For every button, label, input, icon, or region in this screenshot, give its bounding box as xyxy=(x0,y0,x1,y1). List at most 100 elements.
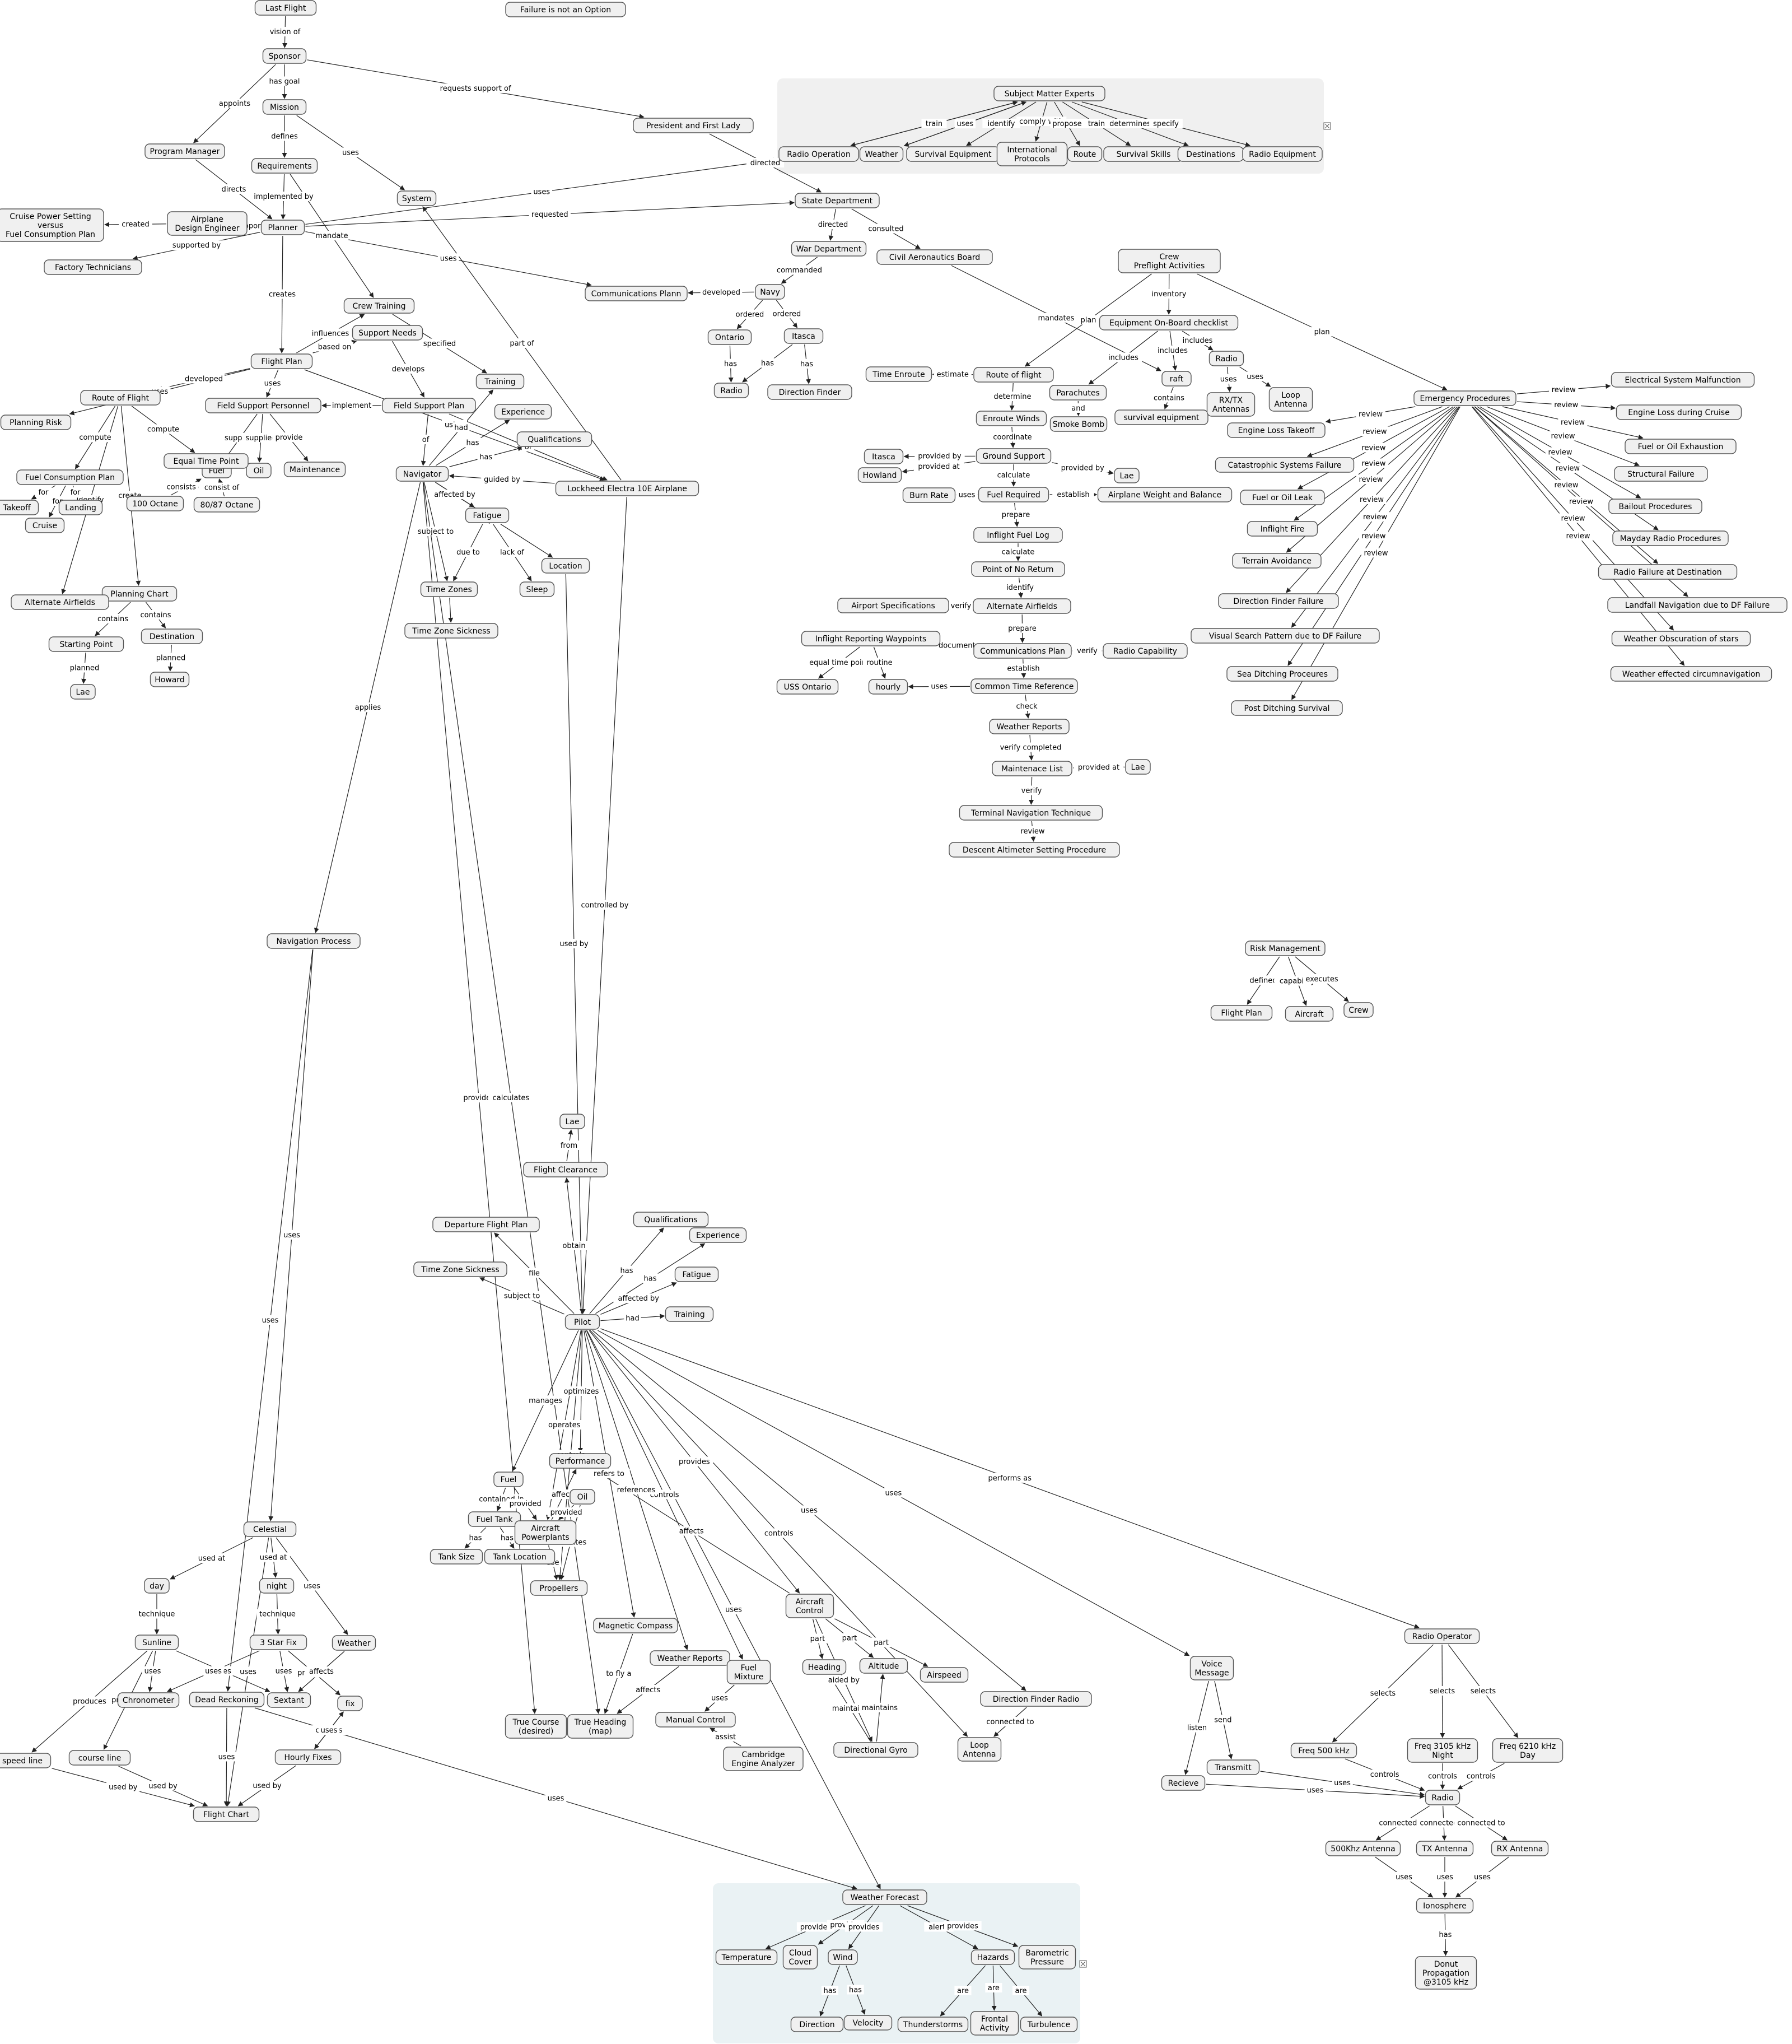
node-emergency[interactable]: Emergency Procedures xyxy=(1413,390,1516,406)
node-sme[interactable]: Subject Matter Experts xyxy=(993,86,1105,101)
node-ant500[interactable]: 500Khz Antenna xyxy=(1325,1841,1401,1856)
node-fatigue-p[interactable]: Fatigue xyxy=(674,1267,719,1282)
node-tank-location[interactable]: Tank Location xyxy=(484,1549,556,1565)
node-fuel-tank[interactable]: Fuel Tank xyxy=(468,1511,521,1527)
node-radio-equipment[interactable]: Radio Equipment xyxy=(1242,146,1323,162)
node-weather-reports-c[interactable]: Weather Reports xyxy=(989,719,1070,734)
node-qualifications-p[interactable]: Qualifications xyxy=(633,1212,709,1227)
node-parachutes[interactable]: Parachutes xyxy=(1049,385,1107,401)
node-ionosphere[interactable]: Ionosphere xyxy=(1416,1898,1474,1913)
node-e-terrain[interactable]: Terrain Avoidance xyxy=(1232,553,1322,569)
node-e-bailout[interactable]: Bailout Procedures xyxy=(1608,499,1702,514)
node-fuel-required[interactable]: Fuel Required xyxy=(978,487,1049,502)
node-takeoff[interactable]: Takeoff xyxy=(0,500,39,515)
node-e-engine-cruise[interactable]: Engine Loss during Cruise xyxy=(1616,404,1742,420)
node-flight-chart[interactable]: Flight Chart xyxy=(193,1806,260,1822)
node-e-post-ditching[interactable]: Post Ditching Survival xyxy=(1231,700,1343,716)
node-mission[interactable]: Mission xyxy=(262,99,307,115)
node-oil-p[interactable]: Oil xyxy=(570,1489,595,1505)
node-route-of-flight-c[interactable]: Route of flight xyxy=(973,367,1054,383)
node-route-sme[interactable]: Route xyxy=(1067,146,1103,162)
node-cruise[interactable]: Cruise xyxy=(25,518,65,533)
node-dead-reckoning[interactable]: Dead Reckoning xyxy=(189,1692,265,1707)
node-itasca-gs[interactable]: Itasca xyxy=(864,449,904,464)
collapse-icon[interactable] xyxy=(1079,1960,1087,1968)
node-radio-operation[interactable]: Radio Operation xyxy=(778,146,859,162)
node-transmitt[interactable]: Transmitt xyxy=(1206,1759,1260,1775)
node-oil-l[interactable]: Oil xyxy=(246,463,272,478)
node-war-dept[interactable]: War Department xyxy=(791,241,867,257)
node-hazards[interactable]: Hazards xyxy=(970,1949,1015,1965)
node-hourly[interactable]: hourly xyxy=(868,679,908,695)
node-comm-plann[interactable]: Communications Plann xyxy=(585,286,688,301)
node-e-catastrophic[interactable]: Catastrophic Systems Failure xyxy=(1215,457,1355,473)
node-chronometer[interactable]: Chronometer xyxy=(117,1692,180,1708)
node-sleep[interactable]: Sleep xyxy=(519,581,555,597)
node-night[interactable]: night xyxy=(259,1578,295,1594)
node-flight-clearance[interactable]: Flight Clearance xyxy=(523,1162,608,1177)
node-heading[interactable]: Heading xyxy=(802,1659,847,1675)
node-e-mayday[interactable]: Mayday Radio Procedures xyxy=(1612,530,1729,546)
node-directional-gyro[interactable]: Directional Gyro xyxy=(833,1742,918,1758)
node-performance[interactable]: Performance xyxy=(549,1453,612,1469)
node-radio-operator[interactable]: Radio Operator xyxy=(1404,1628,1480,1644)
node-day[interactable]: day xyxy=(144,1578,170,1594)
node-ground-support[interactable]: Ground Support xyxy=(976,448,1052,464)
node-course-line[interactable]: course line xyxy=(68,1750,131,1766)
node-rm-crew[interactable]: Crew xyxy=(1343,1002,1374,1018)
node-octane100[interactable]: 100 Octane xyxy=(126,496,184,511)
node-destination-l[interactable]: Destination xyxy=(141,628,203,644)
node-altitude[interactable]: Altitude xyxy=(859,1658,908,1674)
node-fix[interactable]: fix xyxy=(337,1696,363,1711)
node-burn-rate[interactable]: Burn Rate xyxy=(902,487,956,503)
node-e-sea-ditching[interactable]: Sea Ditching Proceures xyxy=(1226,666,1338,682)
node-route-of-flight-l[interactable]: Route of Flight xyxy=(80,390,161,406)
node-true-course[interactable]: True Course(desired) xyxy=(505,1714,567,1739)
node-uss-ontario[interactable]: USS Ontario xyxy=(776,679,839,695)
node-factory[interactable]: Factory Technicians xyxy=(44,259,142,275)
node-weather-forecast[interactable]: Weather Forecast xyxy=(842,1889,927,1905)
node-e-structural[interactable]: Structural Failure xyxy=(1614,466,1708,482)
node-sponsor[interactable]: Sponsor xyxy=(262,48,307,64)
node-hourly-fixes[interactable]: Hourly Fixes xyxy=(274,1749,342,1765)
node-e-engine-takeoff[interactable]: Engine Loss Takeoff xyxy=(1227,422,1326,438)
node-state-dept[interactable]: State Department xyxy=(795,193,880,208)
node-radio-capability[interactable]: Radio Capability xyxy=(1103,643,1188,659)
node-weather-sme[interactable]: Weather xyxy=(859,146,904,162)
node-tz-sickness-p[interactable]: Time Zone Sickness xyxy=(413,1261,507,1277)
node-system[interactable]: System xyxy=(396,190,437,206)
node-df-radio[interactable]: Direction Finder Radio xyxy=(980,1691,1092,1707)
node-maintenance[interactable]: Maintenance xyxy=(283,462,346,477)
node-pilot[interactable]: Pilot xyxy=(564,1314,600,1330)
node-survival-skills[interactable]: Survival Skills xyxy=(1103,146,1184,162)
node-rx-antenna[interactable]: RX Antenna xyxy=(1491,1841,1549,1856)
node-radio-navy[interactable]: Radio xyxy=(713,383,749,398)
node-experience-p[interactable]: Experience xyxy=(689,1227,747,1243)
node-nav-process[interactable]: Navigation Process xyxy=(267,933,361,949)
node-inflight-fuel-log[interactable]: Inflight Fuel Log xyxy=(973,527,1063,543)
node-planner[interactable]: Planner xyxy=(260,220,305,235)
node-field-support-plan[interactable]: Field Support Plan xyxy=(382,398,476,413)
node-recieve[interactable]: Recieve xyxy=(1161,1775,1206,1791)
node-tank-size[interactable]: Tank Size xyxy=(430,1549,483,1565)
node-planning-risk[interactable]: Planning Risk xyxy=(0,415,72,430)
node-e-radio-fail-dest[interactable]: Radio Failure at Destination xyxy=(1598,564,1738,580)
node-ontario[interactable]: Ontario xyxy=(707,329,752,345)
node-celestial[interactable]: Celestial xyxy=(243,1521,297,1537)
node-flight-plan[interactable]: Flight Plan xyxy=(250,353,313,369)
node-training-nav[interactable]: Training xyxy=(475,374,525,389)
node-weather-cel[interactable]: Weather xyxy=(332,1635,376,1651)
node-speed-line[interactable]: speed line xyxy=(0,1753,52,1768)
node-freq500[interactable]: Freq 500 kHz xyxy=(1290,1743,1357,1758)
